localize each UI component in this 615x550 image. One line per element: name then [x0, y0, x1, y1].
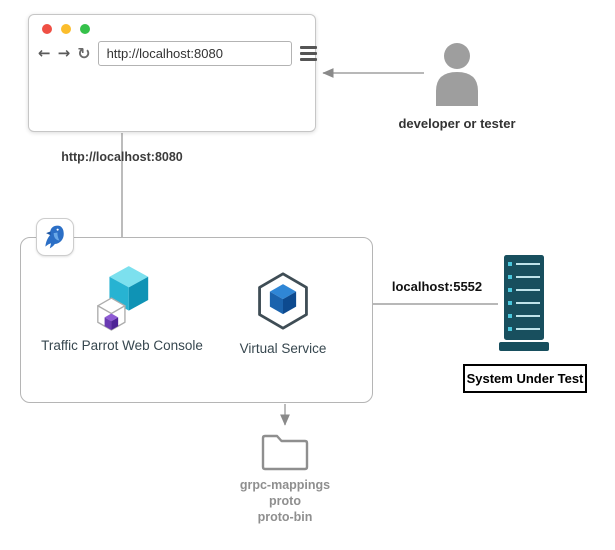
window-minimize-dot-icon	[61, 24, 71, 34]
sut-label: System Under Test	[463, 364, 587, 393]
window-close-dot-icon	[42, 24, 52, 34]
window-controls	[29, 15, 315, 34]
mappings-line-2: proto	[269, 494, 301, 508]
folder-icon	[261, 434, 309, 471]
browser-window: ← → ↻	[28, 14, 318, 132]
browser-toolbar: ← → ↻	[29, 34, 318, 66]
web-console-label: Traffic Parrot Web Console	[41, 338, 203, 353]
traffic-parrot-box	[20, 237, 373, 403]
sut-connector-label: localhost:5552	[391, 279, 483, 294]
refresh-button[interactable]: ↻	[77, 43, 91, 63]
mappings-line-3: proto-bin	[257, 510, 313, 524]
hamburger-menu-button[interactable]	[299, 43, 318, 64]
actor-label: developer or tester	[398, 116, 516, 131]
back-button[interactable]: ←	[38, 44, 51, 62]
virtual-service-hexagon-icon	[258, 272, 308, 330]
forward-button[interactable]: →	[57, 44, 71, 62]
web-console-cube-icon	[97, 266, 149, 331]
browser-connector-label: http://localhost:8080	[61, 150, 183, 164]
mappings-line-1: grpc-mappings	[239, 478, 331, 492]
hamburger-icon	[299, 46, 317, 49]
virtual-service-label: Virtual Service	[239, 341, 327, 356]
traffic-parrot-logo	[36, 218, 74, 256]
mappings-label: grpc-mappings proto proto-bin	[215, 477, 355, 525]
parrot-icon	[45, 225, 64, 249]
url-input[interactable]	[97, 41, 292, 66]
window-maximize-dot-icon	[80, 24, 90, 34]
person-icon	[436, 43, 478, 106]
server-icon	[499, 255, 549, 351]
